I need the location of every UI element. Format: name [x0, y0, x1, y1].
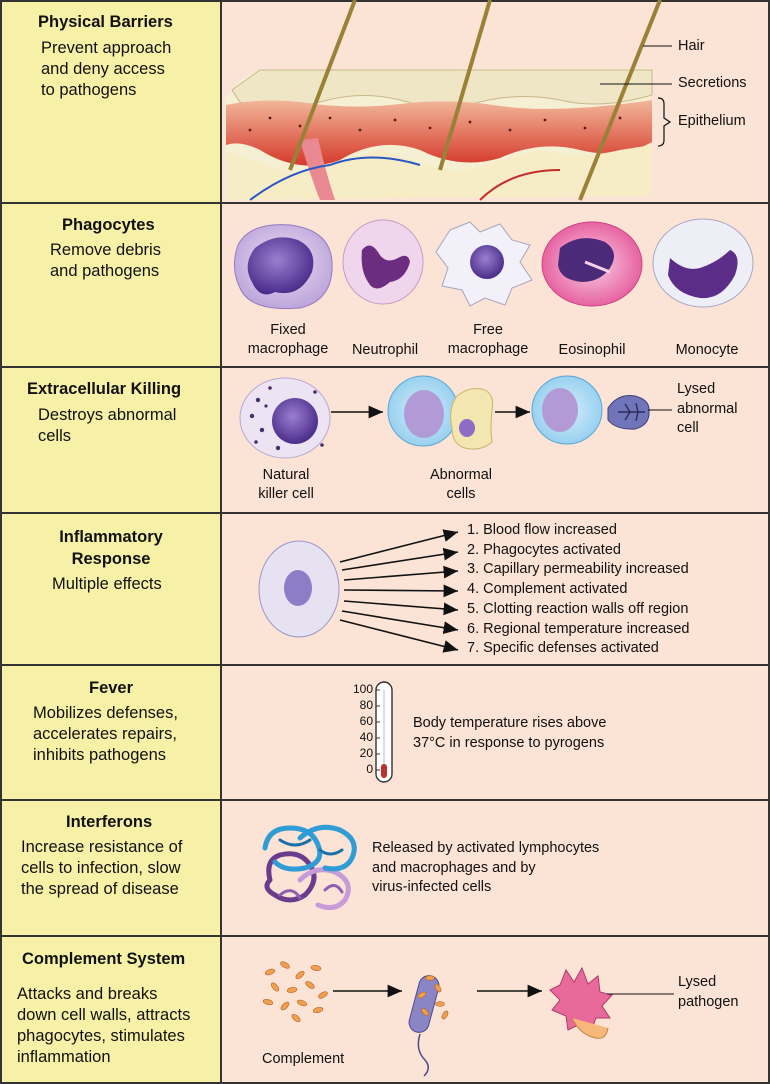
fever-desc: Mobilizes defenses, accelerates repairs,… — [33, 704, 178, 764]
free-macrophage-cell — [435, 221, 533, 307]
skin-illustration — [225, 0, 672, 201]
effect-arrows — [339, 529, 459, 653]
natural-killer-cell — [239, 377, 331, 459]
complement-system-desc: Attacks and breaks down cell walls, attr… — [17, 985, 191, 1066]
eosinophil-cell — [541, 221, 643, 307]
complement-proteins — [262, 961, 328, 1023]
thermo-tick-40: 40 — [359, 730, 373, 744]
fixed-macrophage-cell — [234, 224, 333, 310]
label-complement: Complement — [262, 1051, 345, 1067]
label-hair: Hair — [678, 38, 705, 54]
fever-title: Fever — [89, 679, 134, 697]
interferons-text: Released by activated lymphocytes and ma… — [372, 840, 600, 896]
physical-barriers-desc: Prevent approach and deny access to path… — [41, 39, 172, 99]
lysed-pathogen — [549, 966, 613, 1039]
row-complement-system — [0, 936, 770, 1084]
label-monocyte: Monocyte — [675, 342, 739, 358]
thermo-tick-80: 80 — [359, 698, 373, 712]
thermo-tick-100: 100 — [352, 682, 373, 696]
thermo-tick-0: 0 — [366, 762, 373, 776]
label-secretions: Secretions — [678, 75, 747, 91]
bacterium-with-complement — [408, 975, 449, 1077]
inflammatory-cell — [258, 540, 340, 638]
inflammatory-effects-list: 1. Blood flow increased 2. Phagocytes ac… — [467, 522, 690, 657]
extracellular-killing-title: Extracellular Killing — [27, 380, 182, 398]
thermometer-icon — [375, 681, 393, 783]
phagocytes-title: Phagocytes — [62, 216, 155, 234]
interferons-desc: Increase resistance of cells to infectio… — [21, 838, 183, 898]
extracellular-killing-desc: Destroys abnormal cells — [38, 406, 177, 445]
complement-system-title: Complement System — [22, 950, 186, 968]
label-eosinophil: Eosinophil — [558, 342, 626, 358]
thermo-tick-60: 60 — [359, 714, 373, 728]
interferons-title: Interferons — [66, 813, 153, 831]
interferon-protein-icon — [262, 824, 357, 911]
inflammatory-response-title: Inflammatory Response — [59, 528, 163, 568]
abnormal-cell — [450, 388, 494, 450]
inflammatory-response-desc: Multiple effects — [52, 575, 162, 593]
label-neutrophil: Neutrophil — [351, 342, 419, 358]
label-epithelium: Epithelium — [678, 113, 746, 129]
physical-barriers-title: Physical Barriers — [38, 13, 173, 31]
monocyte-cell — [652, 218, 754, 308]
neutrophil-cell — [342, 219, 424, 305]
thermo-tick-20: 20 — [359, 746, 373, 760]
row-fever — [0, 665, 770, 800]
phagocytes-desc: Remove debris and pathogens — [50, 241, 161, 280]
